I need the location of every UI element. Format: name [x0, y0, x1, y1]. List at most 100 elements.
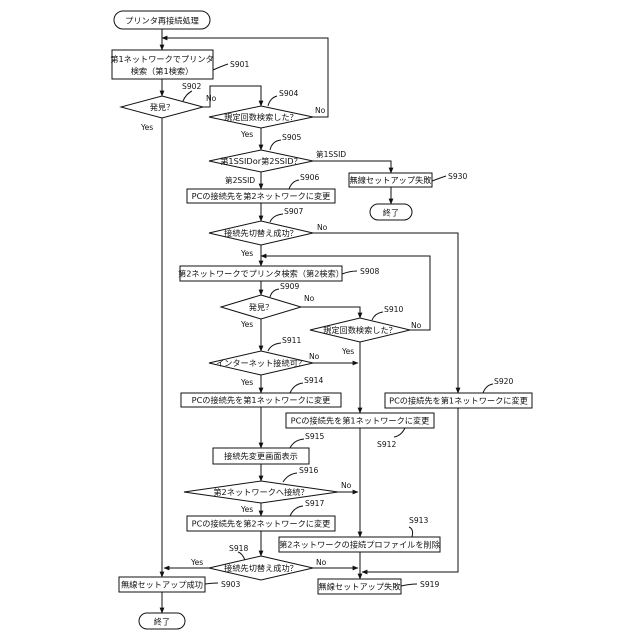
leader-line	[213, 64, 228, 70]
process-s913: 第2ネットワークの接続プロファイルを削除	[279, 537, 440, 552]
s920-label: PCの接続先を第1ネットワークに変更	[389, 396, 528, 406]
decision-s911: インターネット接続可？	[209, 351, 313, 375]
leader-line	[205, 583, 218, 584]
branch-label-s907-yes: Yes	[240, 249, 253, 258]
s918-label: 接続先切替え成功？	[224, 563, 298, 573]
branch-label-s911-yes: Yes	[240, 378, 253, 387]
step-label-s903: S903	[221, 580, 240, 589]
leader-line	[283, 473, 297, 482]
leader-line	[238, 552, 245, 560]
branch-label-s910-no: No	[411, 321, 422, 330]
s909-label: 発見？	[249, 302, 274, 312]
step-label-s902: S902	[182, 82, 201, 91]
process-s930: 無線セットアップ失敗	[349, 173, 432, 187]
step-label-s913: S913	[409, 516, 428, 525]
step-label-s919: S919	[420, 580, 439, 589]
leader-line	[432, 176, 446, 181]
process-s906: PCの接続先を第2ネットワークに変更	[187, 189, 335, 203]
step-label-s911: S911	[282, 336, 301, 345]
decision-s902: 発見？	[121, 96, 203, 118]
decision-s910: 規定回数検索した？	[310, 318, 410, 342]
end1-label: 終了	[383, 208, 399, 218]
s913-label: 第2ネットワークの接続プロファイルを削除	[279, 540, 440, 550]
process-s914: PCの接続先を第1ネットワークに変更	[181, 393, 341, 407]
decision-s905: 第1SSIDor第2SSID？	[209, 150, 313, 172]
connector	[301, 307, 360, 318]
decision-s907: 接続先切替え成功？	[209, 221, 313, 245]
s908-label: 第2ネットワークでプリンタ検索（第2検索）	[178, 269, 344, 279]
process-s908: 第2ネットワークでプリンタ検索（第2検索）	[178, 266, 344, 281]
s914-label: PCの接続先を第1ネットワークに変更	[192, 395, 331, 405]
leader-line	[401, 584, 417, 586]
branch-label-ssid2: 第2SSID	[225, 175, 255, 185]
step-label-s918: S918	[229, 544, 248, 553]
branch-label-s902-no: No	[206, 94, 217, 103]
s901-label-line1: 第1ネットワークでプリンタ	[110, 54, 213, 64]
s915-label: 接続先変更画面表示	[224, 451, 298, 461]
s902-label: 発見？	[150, 102, 175, 112]
step-label-s910: S910	[384, 305, 403, 314]
leader-line	[289, 180, 299, 189]
decision-s909: 発見？	[221, 295, 301, 319]
process-s912: PCの接続先を第1ネットワークに変更	[286, 413, 434, 428]
s930-label: 無線セットアップ失敗	[350, 175, 432, 185]
branch-label-s907-no: No	[317, 223, 328, 232]
branch-label-s902-yes: Yes	[140, 123, 153, 132]
end-terminal-1: 終了	[370, 204, 412, 220]
branch-label-s904-no: No	[315, 106, 326, 115]
s905-label: 第1SSIDor第2SSID？	[220, 156, 302, 166]
s916-label: 第2ネットワークへ接続？	[213, 487, 308, 497]
leader-line	[268, 343, 281, 351]
s907-label: 接続先切替え成功？	[224, 228, 298, 238]
step-label-s906: S906	[300, 173, 319, 182]
branch-label-s909-yes: Yes	[240, 320, 253, 329]
s919-label: 無線セットアップ失敗	[319, 582, 401, 592]
s906-label: PCの接続先を第2ネットワークに変更	[192, 191, 331, 201]
leader-line	[394, 428, 405, 437]
connector	[313, 161, 391, 173]
end-terminal-2: 終了	[139, 613, 185, 629]
leader-line	[270, 289, 279, 297]
step-label-s930: S930	[448, 172, 467, 181]
branch-label-s916-no: No	[341, 481, 352, 490]
branch-label-s904-yes: Yes	[240, 130, 253, 139]
leader-line	[290, 383, 303, 393]
branch-label-s918-yes: Yes	[190, 558, 203, 567]
decision-s918: 接続先切替え成功？	[209, 556, 313, 580]
leader-line	[483, 384, 493, 393]
leader-line	[372, 312, 383, 320]
s910-label: 規定回数検索した？	[323, 325, 397, 335]
leader-line	[409, 527, 413, 537]
leader-line	[342, 271, 357, 274]
branch-label-s918-no: No	[316, 558, 327, 567]
step-label-s916: S916	[299, 466, 318, 475]
process-s920: PCの接続先を第1ネットワークに変更	[385, 393, 532, 408]
step-label-s915: S915	[305, 432, 324, 441]
step-label-s908: S908	[360, 267, 379, 276]
step-label-s905: S905	[282, 133, 301, 142]
s903-label: 無線セットアップ成功	[121, 580, 203, 590]
s901-label-line2: 検索（第1検索）	[131, 66, 194, 76]
process-s917: PCの接続先を第2ネットワークに変更	[187, 516, 335, 531]
s912-label: PCの接続先を第1ネットワークに変更	[291, 416, 430, 426]
branch-label-s911-no: No	[309, 352, 320, 361]
step-label-s904: S904	[279, 89, 298, 98]
step-label-s912: S912	[377, 440, 396, 449]
leader-line	[268, 96, 277, 106]
branch-label-s916-yes: Yes	[240, 505, 253, 514]
end2-label: 終了	[154, 617, 170, 627]
step-label-s909: S909	[280, 282, 299, 291]
leader-line	[270, 214, 283, 222]
process-s919: 無線セットアップ失敗	[318, 579, 401, 594]
leader-line	[270, 140, 281, 150]
branch-label-ssid1: 第1SSID	[316, 149, 346, 159]
step-label-s914: S914	[304, 376, 323, 385]
start-terminal: プリンタ再接続処理	[114, 11, 210, 29]
step-label-s920: S920	[494, 377, 513, 386]
s917-label: PCの接続先を第2ネットワークに変更	[192, 519, 331, 529]
process-s901: 第1ネットワークでプリンタ 検索（第1検索）	[110, 50, 213, 79]
s911-label: インターネット接続可？	[216, 358, 306, 368]
branch-label-s910-yes: Yes	[341, 347, 354, 356]
step-label-s917: S917	[305, 499, 324, 508]
